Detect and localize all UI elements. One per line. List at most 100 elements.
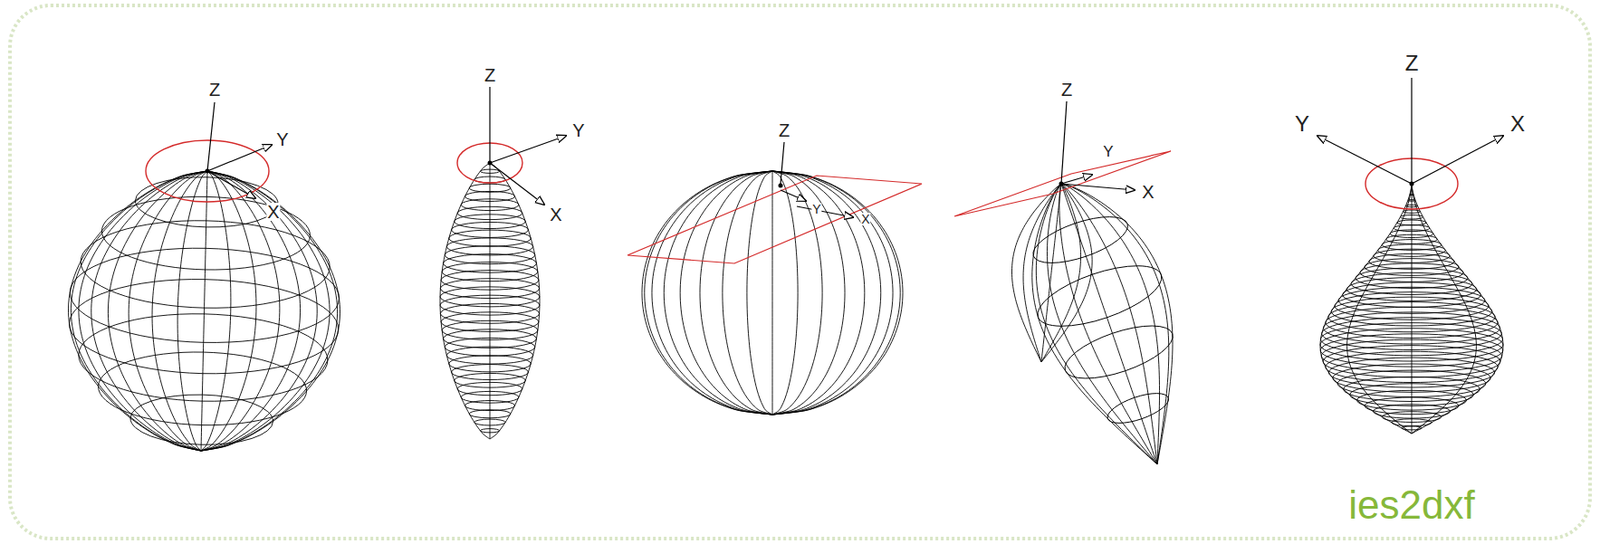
latitude-ring (1332, 364, 1491, 393)
candela-lobe (1027, 183, 1179, 465)
axis-label: X (1509, 113, 1526, 135)
latitude-ring (444, 246, 535, 265)
axis-label: Y (1293, 113, 1311, 135)
meridian-line (201, 171, 330, 451)
latitude-ring (457, 206, 523, 220)
latitude-ring (1399, 215, 1423, 221)
candela-lobe (1011, 183, 1093, 363)
axis-line (1410, 77, 1412, 184)
axis-label: Y (1101, 143, 1114, 160)
axis-line (780, 142, 785, 184)
latitude-ring (1328, 302, 1495, 333)
latitude-ring (1321, 339, 1502, 373)
latitude-ring (1389, 229, 1434, 239)
latitude-ring (1331, 297, 1493, 326)
latitude-ring (1355, 268, 1468, 288)
latitude-ring (1401, 426, 1422, 431)
latitude-ring (1405, 204, 1418, 207)
latitude-ring (1410, 189, 1412, 191)
axis-line (489, 135, 566, 163)
latitude-ring (479, 429, 499, 433)
axis-label: Z (208, 80, 221, 99)
latitude-ring (1381, 239, 1441, 251)
meridian-line (440, 162, 490, 440)
axis-line (207, 144, 272, 172)
latitude-ring (446, 238, 533, 256)
meridian-line (1041, 183, 1082, 363)
meridian-line (1411, 183, 1413, 434)
meridian-line (201, 171, 317, 451)
axis-label: Z (1404, 52, 1420, 75)
latitude-ring (1325, 351, 1498, 383)
meridian-line (201, 171, 208, 451)
latitude-ring (1346, 277, 1477, 302)
meridian-line (772, 171, 774, 415)
axis-label: Y (811, 202, 822, 216)
latitude-ring (1350, 272, 1473, 295)
latitude-ring (449, 355, 531, 373)
axis-line (1061, 174, 1093, 184)
latitude-ring (451, 364, 529, 381)
origin-dot (778, 183, 784, 189)
latitude-ring (474, 419, 506, 426)
meridian-line (747, 171, 773, 415)
axis-line (780, 190, 806, 202)
axis-line (1061, 101, 1067, 184)
meridian-line (1061, 183, 1158, 465)
latitude-ring (1103, 387, 1172, 430)
meridian-line (107, 171, 208, 451)
latitude-ring (440, 312, 539, 333)
watermark-text: ies2dxf (1347, 485, 1476, 526)
candela-lobe (1320, 183, 1504, 434)
meridian-line (201, 171, 301, 451)
meridian-line (489, 162, 491, 440)
origin-dot (1059, 182, 1064, 187)
latitude-ring (1373, 249, 1450, 263)
meridian-line (201, 171, 280, 451)
candela-lobe (440, 162, 540, 440)
latitude-ring (441, 320, 538, 340)
latitude-ring (67, 276, 340, 377)
meridian-line (1046, 183, 1158, 465)
axis-line (1061, 183, 1135, 191)
axis-line (488, 86, 490, 163)
meridian-line (177, 171, 208, 451)
reference-ellipse (145, 140, 269, 202)
meridian-line (70, 171, 208, 451)
latitude-ring (1342, 376, 1480, 402)
latitude-ring (1397, 220, 1427, 226)
meridian-line (1011, 183, 1062, 363)
axis-label: X (266, 202, 280, 221)
meridian-line (1061, 183, 1158, 465)
meridian-line (68, 171, 208, 451)
meridian-line (201, 171, 231, 451)
axis-label: Z (777, 121, 791, 140)
meridian-line (772, 171, 903, 415)
latitude-ring (1322, 345, 1501, 378)
latitude-ring (1381, 411, 1441, 423)
meridian-line (772, 171, 865, 415)
meridian-line (128, 171, 208, 451)
origin-dot (1409, 182, 1415, 187)
latitude-ring (1356, 390, 1466, 411)
latitude-ring (443, 254, 537, 274)
latitude-ring (1403, 210, 1421, 213)
meridian-line (1061, 183, 1160, 465)
latitude-ring (1058, 315, 1179, 390)
latitude-ring (1369, 253, 1455, 269)
meridian-line (699, 171, 773, 415)
latitude-ring (464, 401, 515, 412)
reference-plane (627, 175, 922, 264)
axis-label: Y (275, 130, 289, 149)
meridian-line (722, 171, 773, 415)
latitude-ring (479, 169, 499, 173)
meridian-line (201, 171, 338, 451)
meridian-line (1041, 183, 1062, 363)
meridian-line (772, 171, 845, 415)
axis-label: X (860, 212, 871, 226)
axis-line (796, 206, 853, 218)
origin-dot (205, 169, 211, 174)
meridian-line (680, 171, 773, 415)
latitude-ring (443, 329, 537, 349)
